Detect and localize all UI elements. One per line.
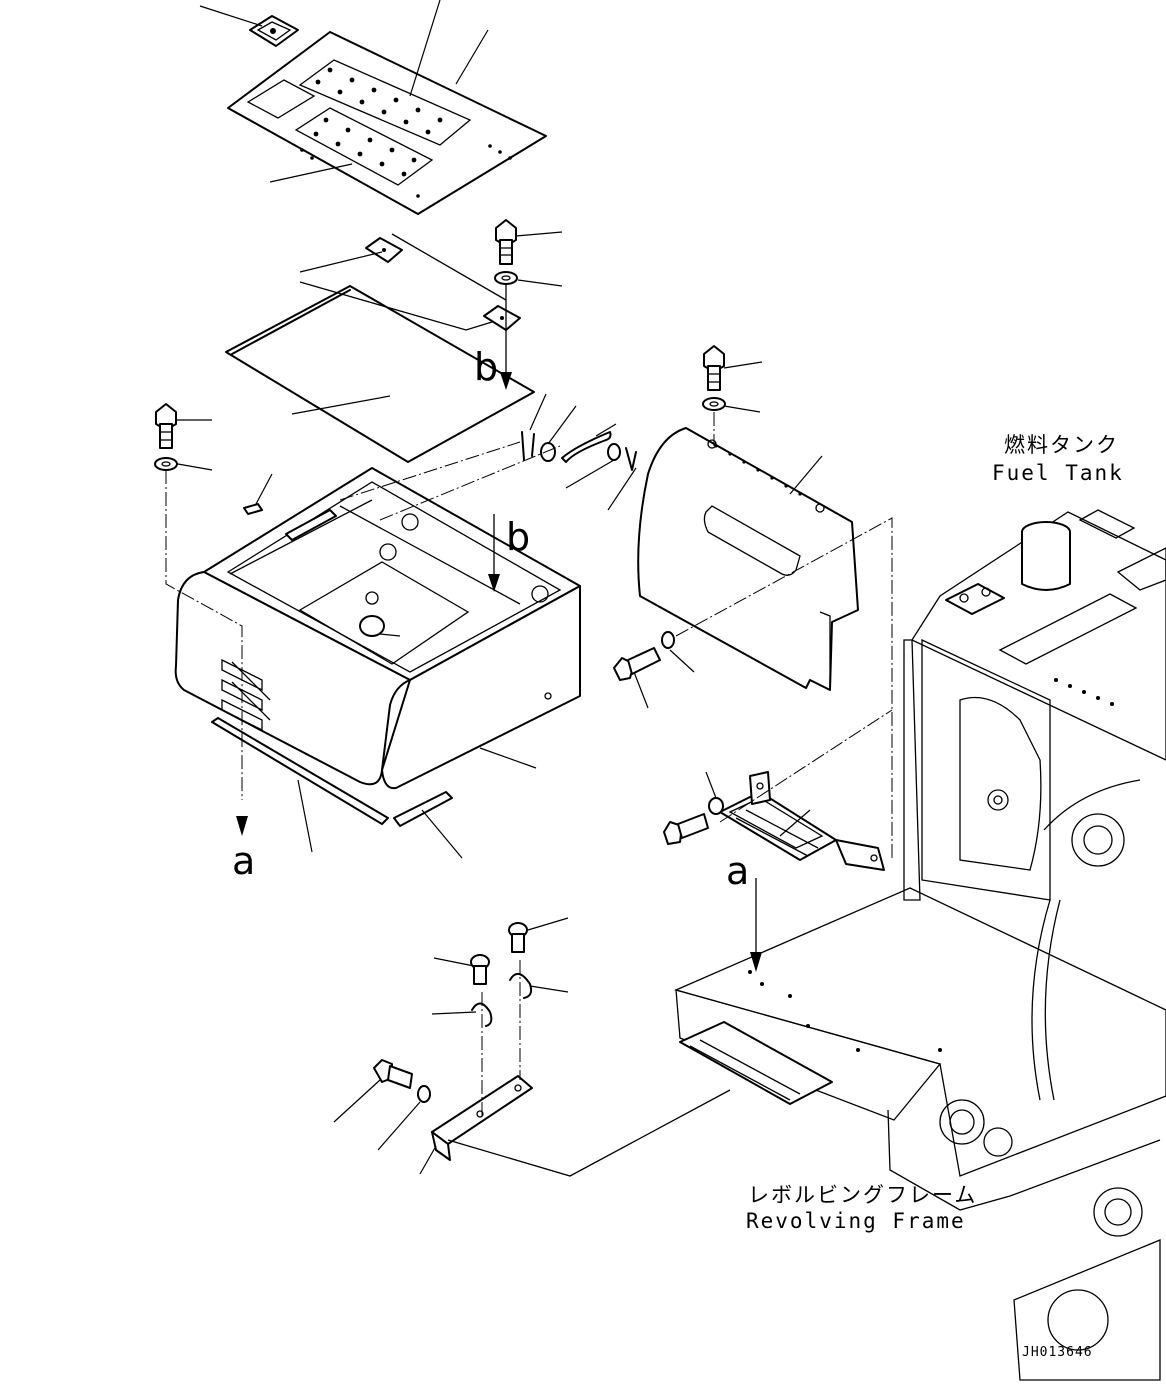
bolt-step (663, 813, 709, 845)
drawing-code: JH013646 (1022, 1345, 1093, 1360)
fuel-tank-label-en: Fuel Tank (992, 461, 1124, 485)
leader-lines (176, 0, 823, 1175)
top-cover-plate (227, 31, 547, 215)
revolving-frame-label-jp: レボルビングフレーム (748, 1183, 977, 1207)
clip-parts (521, 431, 637, 471)
bolt-right-top (703, 345, 725, 391)
gasket-frame (225, 285, 535, 463)
ref-letter-a-right: a (726, 849, 749, 893)
washer-top-center (494, 271, 518, 285)
washer-side-mid (661, 631, 675, 649)
hinge-upper (365, 237, 403, 263)
seal-strip-short (393, 791, 453, 827)
washer-lower (417, 1085, 431, 1103)
lock-cover (249, 15, 299, 47)
revolving-frame-label-en: Revolving Frame (746, 1209, 966, 1233)
assembly-lines (165, 233, 893, 1177)
ref-letter-a-left: a (232, 839, 255, 883)
washer-left (154, 457, 178, 471)
side-cover-panel (637, 427, 859, 691)
ref-letter-b-top: b (474, 345, 498, 389)
ref-letter-b-box: b (506, 515, 530, 559)
step-bracket (719, 771, 885, 871)
bolt-top-center (495, 219, 517, 265)
revolving-frame (674, 813, 1166, 1381)
fuel-tank-label-jp: 燃料タンク (1004, 433, 1119, 457)
top-plate-holes (300, 67, 512, 198)
bolt-lower (373, 1059, 413, 1089)
hinge-lower (483, 305, 521, 331)
washer-step (708, 797, 724, 815)
bolt-left (155, 403, 177, 449)
washer-right-top (702, 397, 726, 411)
bolt-side-mid (613, 647, 661, 681)
seal-strip-long (211, 717, 389, 825)
lower-pins (470, 922, 533, 1027)
battery-box (174, 467, 581, 790)
fuel-tank (903, 509, 1166, 1101)
